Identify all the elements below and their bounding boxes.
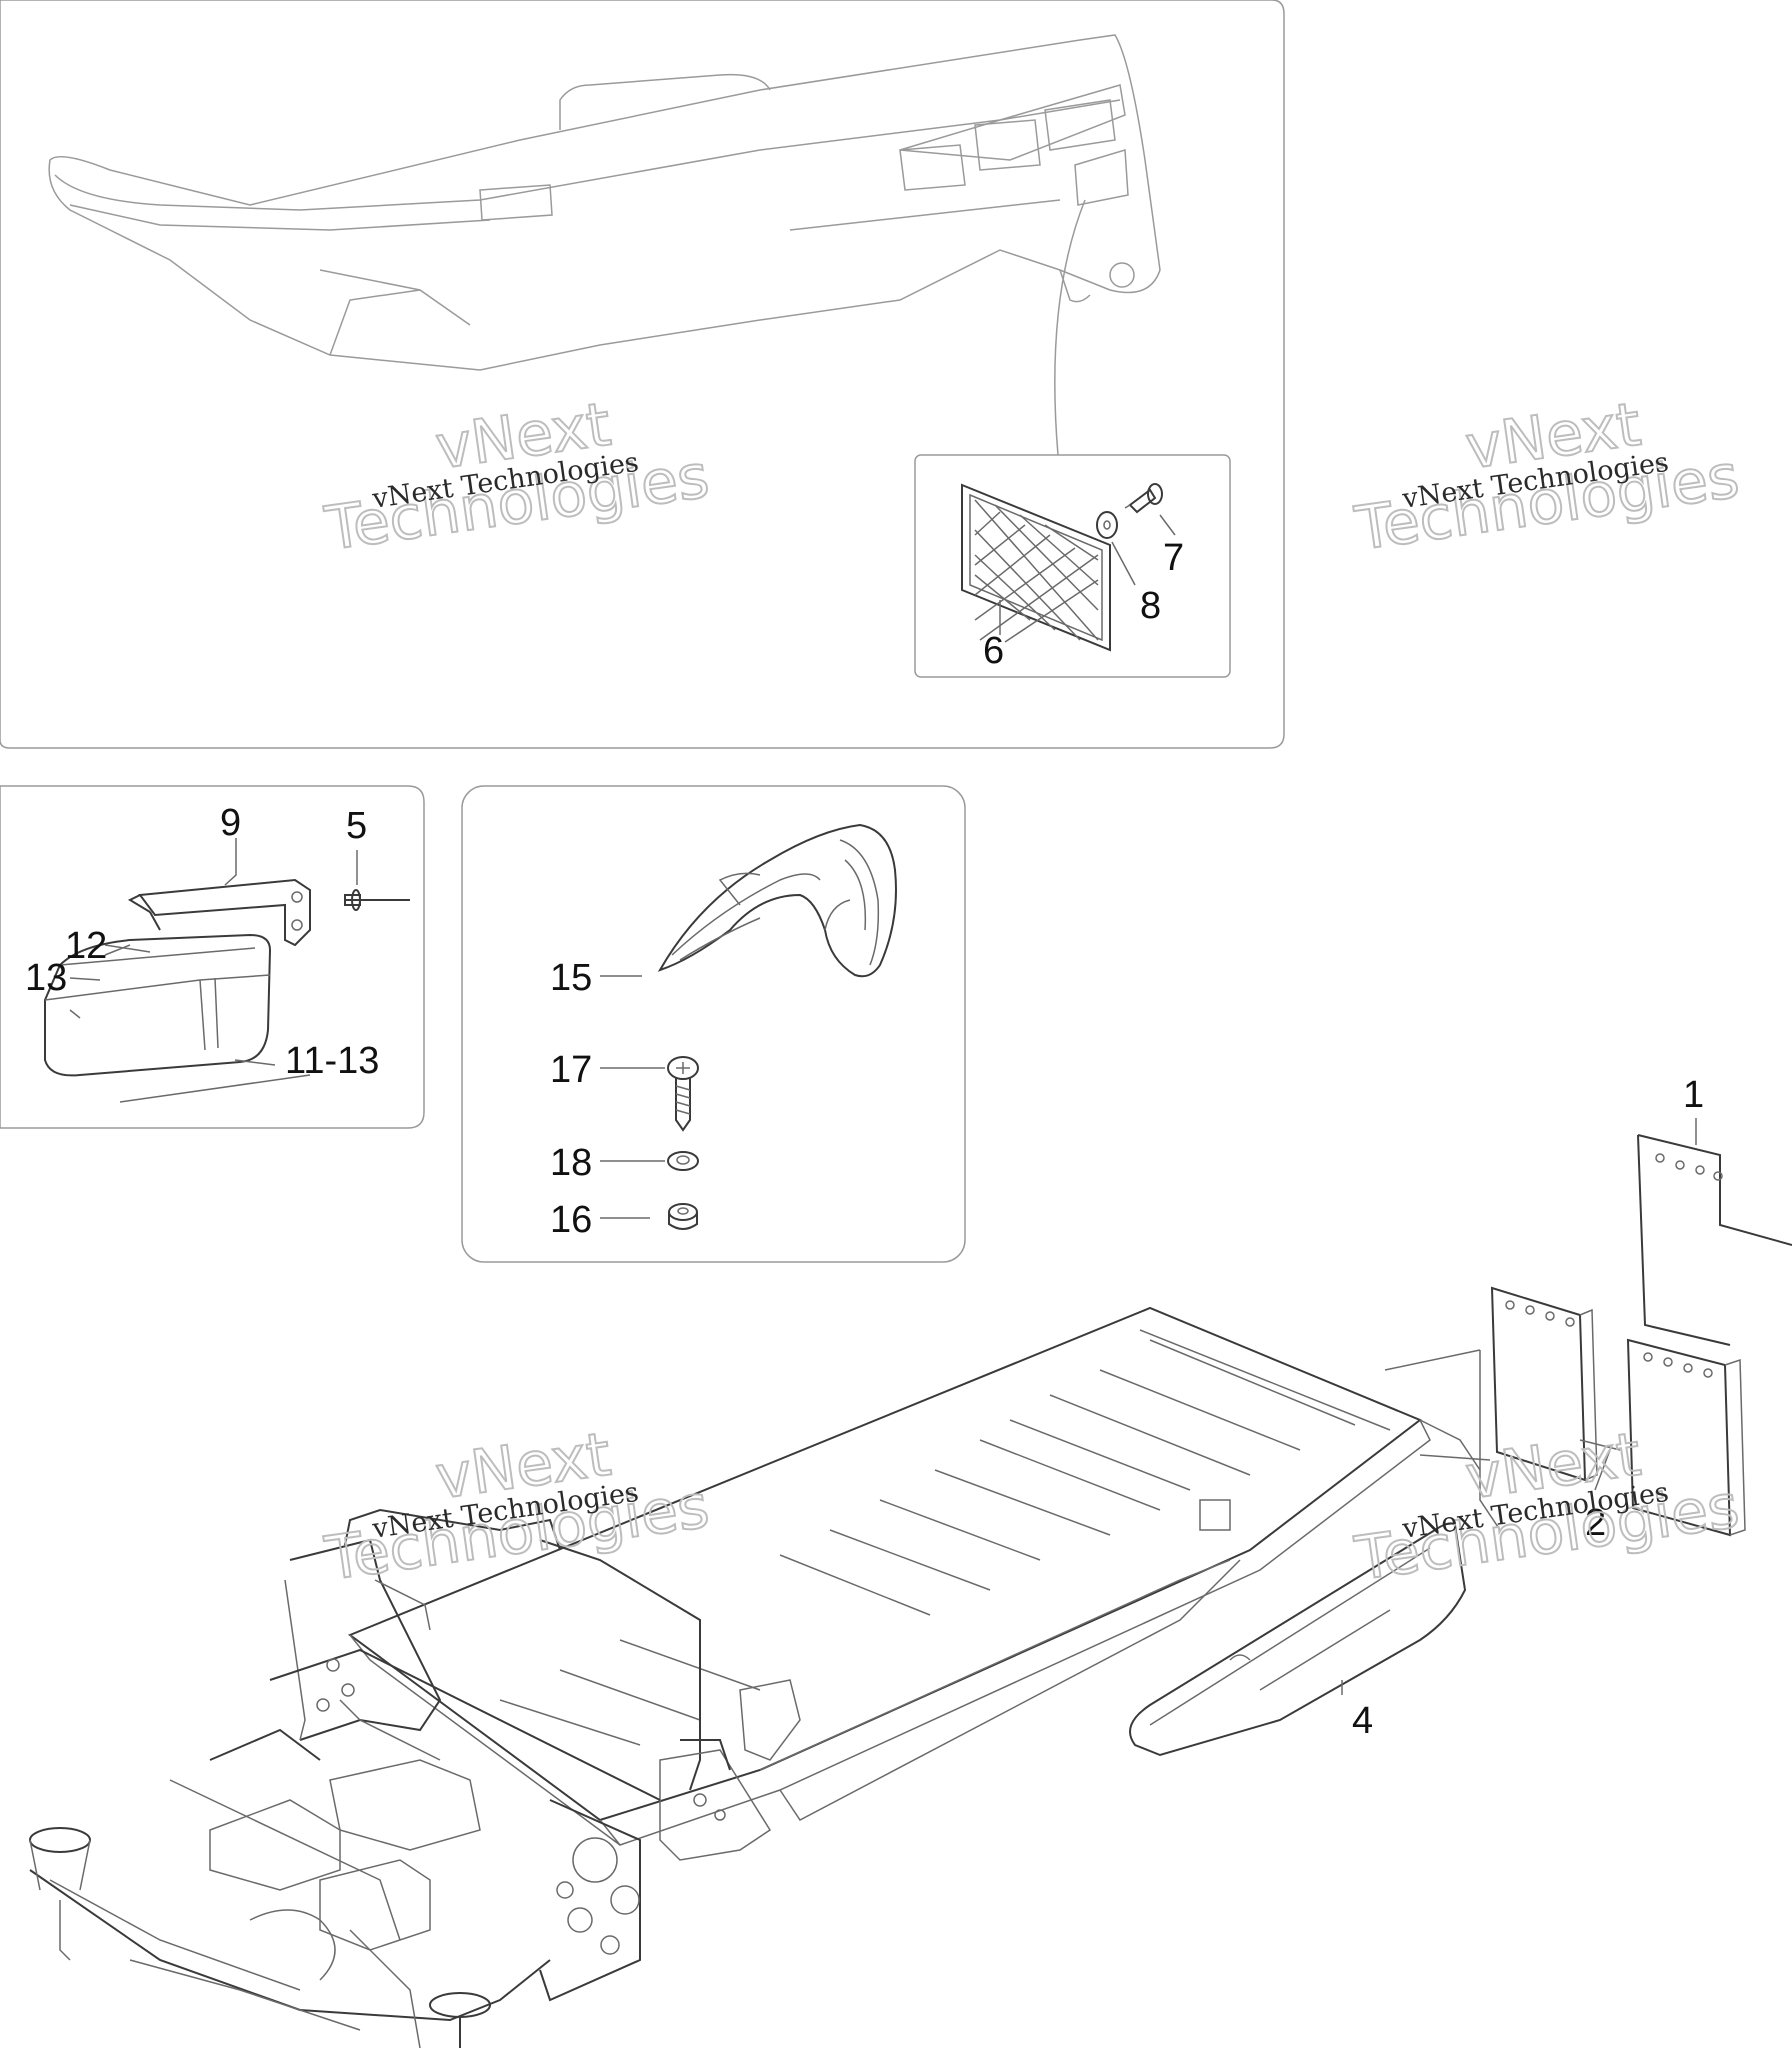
- washer-drawing: [1096, 511, 1136, 586]
- running-board-4-drawing: [1129, 1522, 1467, 1757]
- washer-18-drawing: [667, 1151, 699, 1171]
- seat-panel: 9 5 12 13 11-13: [0, 785, 425, 1129]
- callout-17: 17: [550, 1049, 592, 1091]
- callout-9: 9: [220, 802, 241, 844]
- callout-18: 18: [550, 1142, 592, 1184]
- watermark-bottom-right: vNext Technologies vNext Technologies: [1350, 1419, 1744, 1596]
- callout-2: 2: [1585, 1502, 1606, 1544]
- chassis-drawing: [29, 1306, 1481, 2048]
- callout-11-13: 11-13: [285, 1040, 379, 1082]
- callout-8: 8: [1140, 585, 1161, 627]
- screw-17-drawing: [667, 1056, 699, 1132]
- hood-drawing: [48, 34, 1161, 371]
- watermark-bottom-left: vNext Technologies vNext Technologies: [320, 1419, 714, 1596]
- snowflap-1-drawing: [1637, 1118, 1792, 1346]
- fastener-5-drawing: [344, 850, 410, 911]
- watermark-top-right: vNext Technologies vNext Technologies: [1350, 389, 1744, 566]
- callout-15: 15: [550, 957, 592, 999]
- screw-drawing: [1124, 483, 1176, 536]
- callout-1: 1: [1683, 1074, 1704, 1116]
- callout-7: 7: [1163, 537, 1184, 579]
- reflector-drawing: [961, 483, 1111, 652]
- callout-6: 6: [983, 630, 1004, 672]
- scoop-panel: 15 17 18 16: [461, 785, 966, 1263]
- callout-13: 13: [25, 957, 67, 999]
- seat-drawing: [44, 933, 311, 1103]
- watermark-top-left: vNext Technologies vNext Technologies: [320, 389, 714, 566]
- grommet-16-drawing: [668, 1203, 698, 1230]
- callout-5: 5: [346, 805, 367, 847]
- hood-panel: 6 7 8: [0, 0, 1285, 749]
- callout-16: 16: [550, 1199, 592, 1241]
- bracket-drawing: [127, 838, 311, 947]
- scoop-drawing: [657, 823, 897, 978]
- callout-4: 4: [1352, 1700, 1373, 1742]
- callout-12: 12: [65, 925, 107, 967]
- side-panel-2-drawing: [1479, 1286, 1746, 1537]
